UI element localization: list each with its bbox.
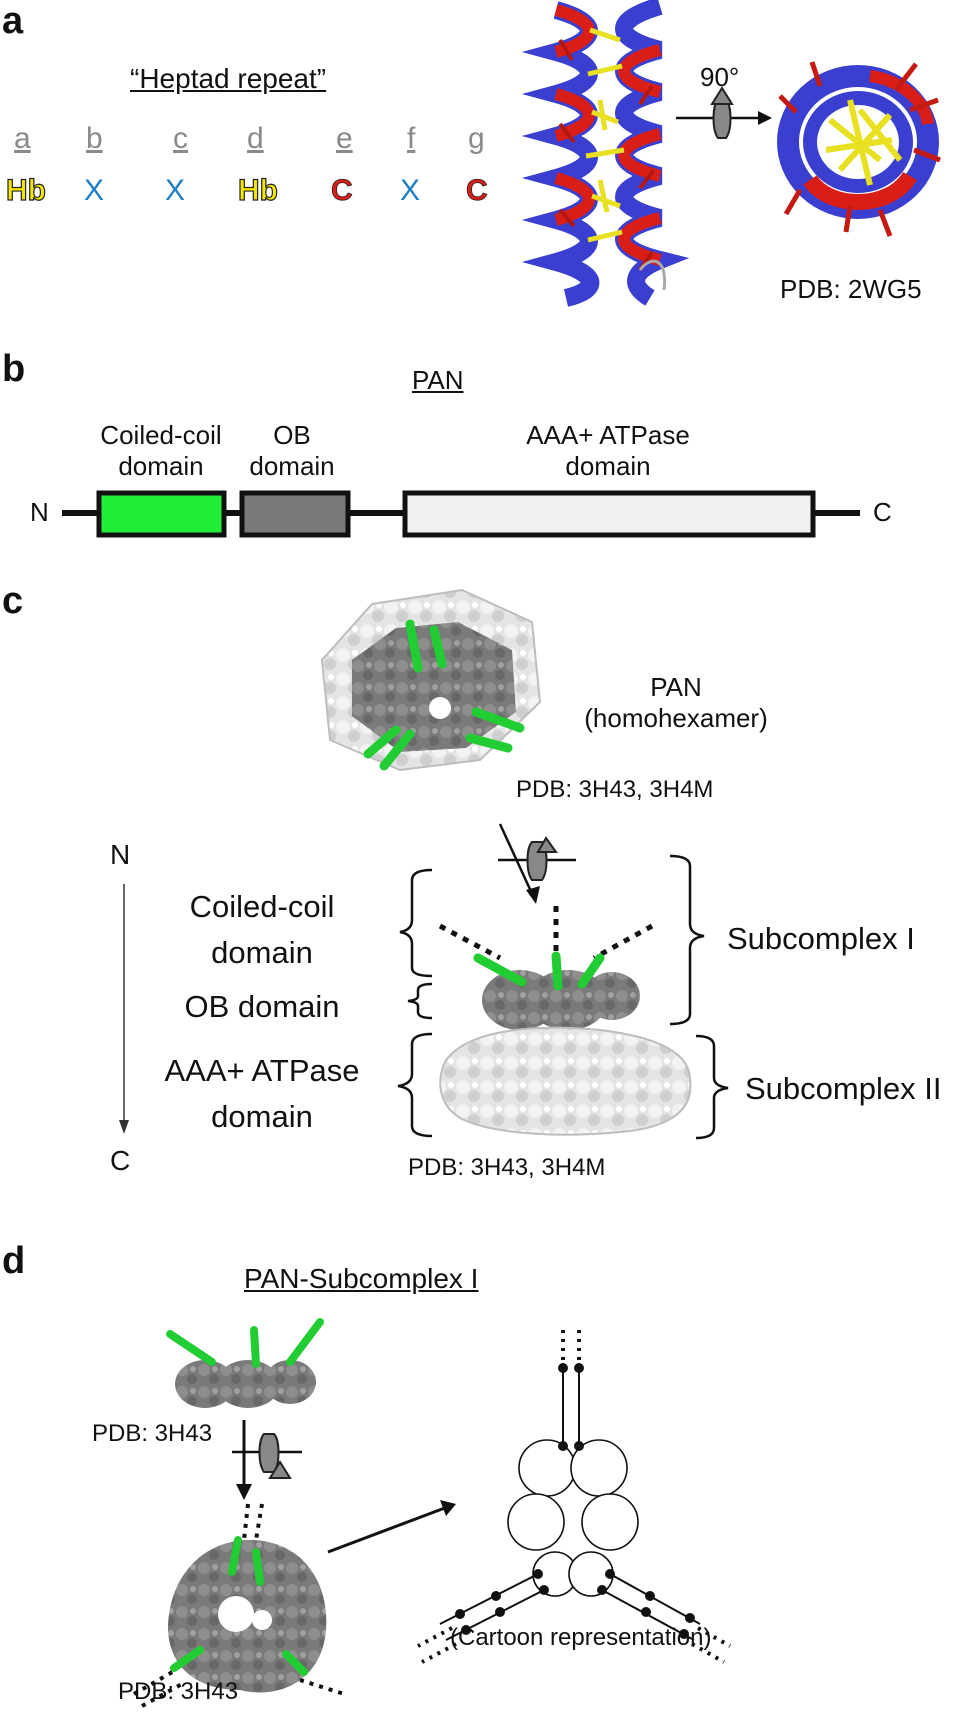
heptad-code-b: X <box>84 174 105 207</box>
subcomplex-i-side-view-small <box>166 1318 324 1408</box>
heptad-code-e: C <box>331 174 353 208</box>
heptad-pos-a: a <box>14 122 31 155</box>
pdb-2wg5-label: PDB: 2WG5 <box>780 274 922 304</box>
pan-hexamer-surface <box>320 588 542 772</box>
pan-subcomplex-i-title: PAN-Subcomplex I <box>244 1263 479 1294</box>
heptad-title: “Heptad repeat” <box>130 63 327 94</box>
aaa-domain-label-line1: AAA+ ATPase <box>526 420 690 450</box>
rotate-90-arrow-icon <box>676 86 772 139</box>
cartoon-caption: (Cartoon representation) <box>450 1624 712 1651</box>
ob-domain-box <box>239 490 351 538</box>
cc-side-line1: Coiled-coil <box>189 889 335 924</box>
aaa-side-line1: AAA+ ATPase <box>164 1053 360 1088</box>
axis-c-label: C <box>110 1145 131 1176</box>
aaa-atpase-domain-box <box>402 490 816 538</box>
subcomplex-ii-surface <box>439 1026 692 1136</box>
coiled-coil-domain-label-line2: domain <box>118 451 204 482</box>
pan-c-terminus: C <box>873 497 892 527</box>
subcomplex-braces-right <box>669 854 729 1140</box>
aaa-domain-label: AAA+ ATPase domain <box>526 420 690 482</box>
domain-braces-left <box>397 868 433 1138</box>
heptad-pos-e: e <box>336 122 353 155</box>
coiled-coil-domain-box <box>96 490 227 538</box>
pdb-3h43-label-2: PDB: 3H43 <box>118 1678 239 1705</box>
to-cartoon-arrow-icon <box>327 1500 456 1554</box>
ob-domain-label-line2: domain <box>249 451 335 482</box>
heptad-code-d: Hb <box>237 173 278 207</box>
coiled-coil-domain-label-line1: Coiled-coil <box>100 420 222 450</box>
heptad-code-f: X <box>400 174 421 207</box>
pan-domain-bar <box>62 490 860 538</box>
coiled-coil-side-view <box>521 0 690 307</box>
coiled-coil-top-view <box>777 61 941 237</box>
pdb-3h43-label-1: PDB: 3H43 <box>92 1420 213 1447</box>
ob-domain-side-label: OB domain <box>184 989 340 1024</box>
pdb-top-label: PDB: 3H43, 3H4M <box>516 776 714 803</box>
view-rotation-arrow-icon <box>498 823 576 904</box>
pan-n-terminus: N <box>30 497 49 527</box>
cartoon-representation <box>417 1326 731 1664</box>
n-to-c-axis-arrow <box>119 884 129 1134</box>
pdb-bottom-label: PDB: 3H43, 3H4M <box>408 1154 606 1181</box>
rotate-down-arrow-icon <box>232 1420 302 1500</box>
heptad-code-g: C <box>466 174 488 208</box>
panel-c-letter: c <box>2 580 24 622</box>
panel-b-letter: b <box>2 348 26 390</box>
heptad-code-a: Hb <box>5 173 46 207</box>
subcomplex-ii-label: Subcomplex II <box>745 1071 942 1106</box>
subcomplex-i-label: Subcomplex I <box>727 921 915 956</box>
subcomplex-i-side-surface <box>438 906 654 1030</box>
subcomplex-i-top-view-surface <box>133 1503 345 1708</box>
aaa-side-line2: domain <box>211 1099 313 1134</box>
heptad-pos-g: g <box>468 122 485 155</box>
pan-label-line2: (homohexamer) <box>584 703 768 734</box>
pan-homohexamer-label: PAN (homohexamer) <box>584 672 768 734</box>
aaa-domain-label-line2: domain <box>565 451 651 482</box>
heptad-code-c: X <box>165 174 186 207</box>
heptad-pos-d: d <box>247 122 264 155</box>
axis-n-label: N <box>110 839 131 870</box>
heptad-pos-c: c <box>173 122 188 155</box>
coiled-coil-domain-label: Coiled-coil domain <box>100 420 221 482</box>
rotation-label: 90° <box>700 62 740 92</box>
coiled-coil-domain-side-label: Coiled-coil domain <box>190 884 335 976</box>
panel-d-letter: d <box>2 1240 26 1282</box>
ob-domain-label-line1: OB <box>273 420 311 450</box>
ob-domain-label: OB domain <box>249 420 334 482</box>
pan-label-line1: PAN <box>650 672 702 702</box>
aaa-domain-side-label: AAA+ ATPase domain <box>164 1048 359 1140</box>
pan-title: PAN <box>412 365 464 395</box>
cc-side-line2: domain <box>211 935 313 970</box>
heptad-pos-f: f <box>407 122 416 155</box>
panel-a-letter: a <box>2 0 24 42</box>
heptad-pos-b: b <box>86 122 103 155</box>
